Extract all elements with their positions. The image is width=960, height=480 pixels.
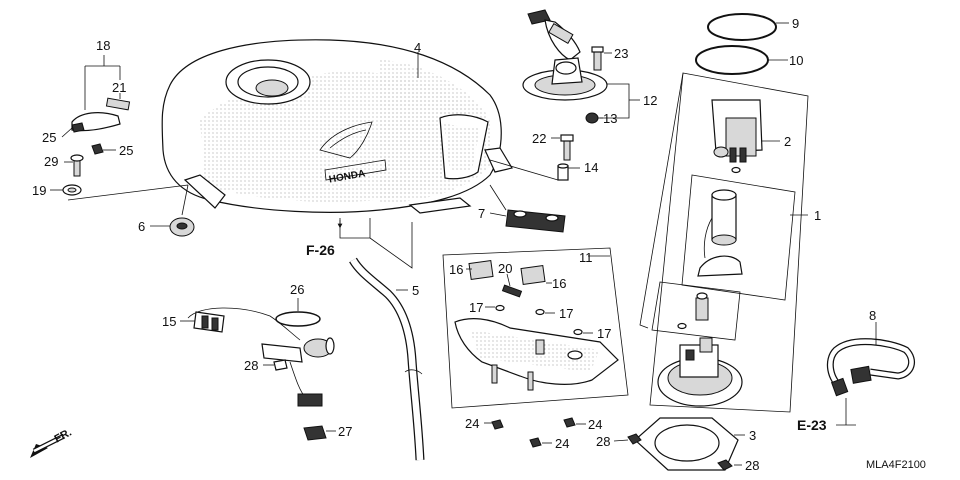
packing-9: [707, 13, 777, 41]
callout-17-middle: 17: [559, 306, 573, 321]
washers-17: [495, 304, 583, 336]
callout-6: 6: [138, 219, 145, 234]
packing-10: [695, 45, 769, 75]
pad-16-left: [468, 259, 494, 281]
callout-1: 1: [814, 208, 821, 223]
callout-20: 20: [498, 261, 512, 276]
clip-27: [303, 425, 327, 441]
fuel-cap-assembly: [522, 9, 608, 101]
callout-28-middle: 28: [596, 434, 610, 449]
callout-17-left: 17: [469, 300, 483, 315]
pump-middle-box: [681, 174, 796, 301]
callout-24-right: 24: [588, 417, 602, 432]
pump-base: [657, 337, 743, 407]
callout-16-left: 16: [449, 262, 463, 277]
callout-7: 7: [478, 206, 485, 221]
callout-5: 5: [412, 283, 419, 298]
callout-labels: 1 2 3 4 5 6 7 8 9 10 11 12 13 14 15 16 1…: [32, 16, 876, 473]
callout-9: 9: [792, 16, 799, 31]
fuel-pump-outline: [639, 72, 809, 413]
front-marker-label: FR.: [52, 427, 73, 446]
hose-5: [349, 257, 425, 461]
fuel-unit-15: [187, 307, 335, 407]
callout-25-left: 25: [42, 130, 56, 145]
callout-10: 10: [789, 53, 803, 68]
rubber-7: [505, 209, 566, 233]
callout-3: 3: [749, 428, 756, 443]
pump-lower-box: [651, 281, 741, 341]
callout-24-bottom: 24: [555, 436, 569, 451]
rubber-6: [169, 217, 195, 237]
callout-26: 26: [290, 282, 304, 297]
fuel-tank: HONDA: [161, 39, 513, 214]
callout-27: 27: [338, 424, 352, 439]
bolt-23: [591, 46, 604, 71]
callout-24-left: 24: [465, 416, 479, 431]
callout-19: 19: [32, 183, 46, 198]
callout-16-right: 16: [552, 276, 566, 291]
nut-28-right: [717, 459, 733, 471]
callout-28-left: 28: [244, 358, 258, 373]
callout-29: 29: [44, 154, 58, 169]
callout-21: 21: [112, 80, 126, 95]
tray-bracket: [454, 318, 619, 391]
nut-28-left: [627, 433, 642, 445]
callout-18: 18: [96, 38, 110, 53]
pad-16-right: [520, 264, 546, 286]
callout-8: 8: [869, 308, 876, 323]
ring-26: [275, 311, 321, 327]
tray-outline-11: [442, 247, 629, 409]
pump-upper-module-2: [711, 99, 763, 174]
callout-12: 12: [643, 93, 657, 108]
callout-23: 23: [614, 46, 628, 61]
bracket-18-parts: [62, 97, 131, 196]
strip-20: [501, 284, 523, 298]
callout-13: 13: [603, 111, 617, 126]
callout-22: 22: [532, 131, 546, 146]
callout-14: 14: [584, 160, 598, 175]
reference-f26: F-26: [306, 242, 335, 258]
hose-8: [826, 338, 916, 397]
front-direction-arrow: FR.: [30, 427, 74, 458]
callout-11: 11: [579, 250, 593, 265]
reference-e23: E-23: [797, 417, 827, 433]
nuts-24: [491, 417, 576, 448]
callout-17-right: 17: [597, 326, 611, 341]
bolt-22: [560, 134, 574, 161]
diagram-code: MLA4F2100: [866, 459, 926, 471]
collar-14: [557, 163, 569, 181]
callout-4: 4: [414, 40, 421, 55]
callout-15: 15: [162, 314, 176, 329]
leader-lines: [50, 22, 877, 466]
callout-28-right: 28: [745, 458, 759, 473]
gasket-3: [634, 417, 739, 471]
grommet-13: [585, 112, 599, 124]
callout-2: 2: [784, 134, 791, 149]
callout-25-right: 25: [119, 143, 133, 158]
